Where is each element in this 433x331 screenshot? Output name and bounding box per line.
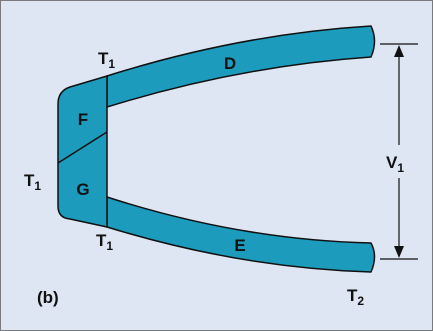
terminal-t1-top-label: T1 <box>98 49 115 71</box>
segment-d-label: D <box>224 54 236 73</box>
segment-e-shape <box>106 196 376 273</box>
voltage-v1-sub: 1 <box>397 161 404 175</box>
terminal-t1-bottom-sub: 1 <box>106 239 113 253</box>
terminal-t2-main: T <box>347 286 358 305</box>
voltage-v1-main: V <box>386 153 398 172</box>
terminal-t1-left-label: T1 <box>24 171 41 193</box>
segment-g-label: G <box>76 180 89 199</box>
terminal-t2-label: T2 <box>347 286 364 308</box>
segment-f-label: F <box>78 110 88 129</box>
terminal-t1-left-main: T <box>24 171 35 190</box>
terminal-t1-top-main: T <box>98 49 109 68</box>
terminal-t2-sub: 2 <box>357 294 364 308</box>
terminal-t1-bottom-main: T <box>96 231 107 250</box>
separator-f-g <box>57 131 108 164</box>
v1-arrowhead-up <box>394 45 404 57</box>
terminal-t1-top-sub: 1 <box>108 57 115 71</box>
segment-d-shape <box>106 25 376 108</box>
v1-arrowhead-down <box>394 246 404 258</box>
terminal-t1-bottom-label: T1 <box>96 231 113 253</box>
junction-block-shape <box>57 75 108 228</box>
voltage-v1-label: V1 <box>386 153 404 175</box>
terminal-t1-left-sub: 1 <box>34 179 41 193</box>
segment-e-label: E <box>234 236 245 255</box>
panel-label: (b) <box>37 288 59 307</box>
